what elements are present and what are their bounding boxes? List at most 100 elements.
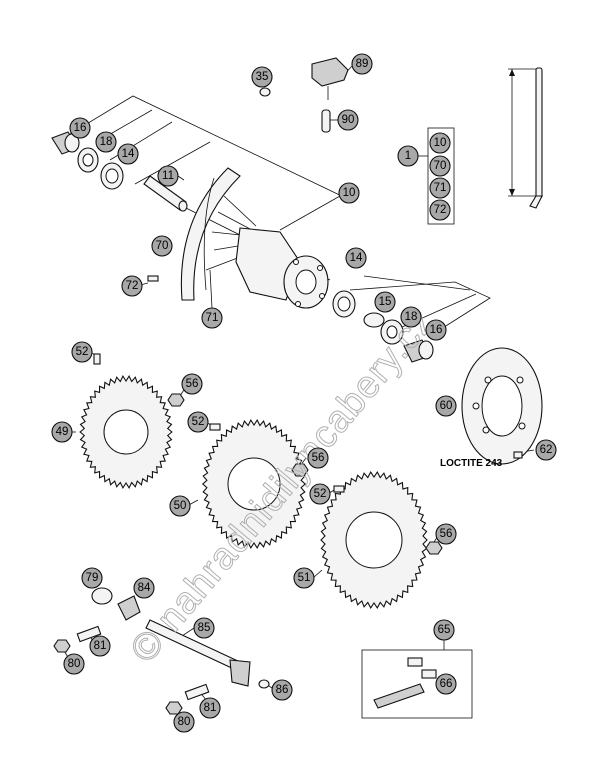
callout-56b: 56 xyxy=(307,447,329,469)
callout-18a: 18 xyxy=(95,131,117,153)
rim-part xyxy=(180,167,241,301)
svg-text:14: 14 xyxy=(350,252,363,264)
svg-text:72: 72 xyxy=(126,280,139,292)
nipple-part xyxy=(147,275,159,282)
callout-52a: 52 xyxy=(71,341,93,363)
nut-80-a xyxy=(53,639,71,653)
callout-70b: 70 xyxy=(429,155,451,177)
callout-16a: 16 xyxy=(69,117,91,139)
callout-18b: 18 xyxy=(400,306,422,328)
svg-text:71: 71 xyxy=(434,182,447,194)
cap-part xyxy=(259,87,271,97)
chain-adjuster-84-part xyxy=(117,595,141,621)
callout-14a: 14 xyxy=(117,143,139,165)
callout-81b: 81 xyxy=(199,697,221,719)
svg-text:18: 18 xyxy=(100,136,113,148)
svg-text:56: 56 xyxy=(312,452,325,464)
svg-text:89: 89 xyxy=(356,58,369,70)
svg-text:79: 79 xyxy=(86,572,99,584)
axle-rod-part xyxy=(535,67,543,199)
svg-text:60: 60 xyxy=(440,400,453,412)
sprocket-49-part xyxy=(79,374,173,490)
ring-part xyxy=(363,312,385,328)
svg-text:15: 15 xyxy=(379,296,392,308)
callout-51: 51 xyxy=(293,567,315,589)
bolt-52-b xyxy=(209,423,221,431)
callout-50: 50 xyxy=(169,495,191,517)
callout-90: 90 xyxy=(337,109,359,131)
svg-text:90: 90 xyxy=(342,114,355,126)
callout-84: 84 xyxy=(133,577,155,599)
svg-text:1: 1 xyxy=(405,150,411,162)
callout-72a: 72 xyxy=(121,275,143,297)
sprocket-51-part xyxy=(320,471,428,609)
svg-text:70: 70 xyxy=(156,240,169,252)
chain-adjuster-part xyxy=(229,659,251,687)
callout-85: 85 xyxy=(193,617,215,639)
nut-56-c xyxy=(425,541,443,555)
svg-text:66: 66 xyxy=(440,678,453,690)
svg-text:49: 49 xyxy=(56,426,69,438)
adjust-screw-81-b xyxy=(184,683,210,701)
svg-text:10: 10 xyxy=(343,187,356,199)
sensor-bracket-part xyxy=(311,57,349,87)
svg-text:52: 52 xyxy=(76,346,89,358)
callout-14b: 14 xyxy=(345,247,367,269)
svg-text:62: 62 xyxy=(540,444,553,456)
svg-text:16: 16 xyxy=(430,324,443,336)
svg-text:84: 84 xyxy=(138,582,151,594)
svg-text:16: 16 xyxy=(74,122,87,134)
svg-text:80: 80 xyxy=(68,658,81,670)
nut-56-a xyxy=(167,393,185,407)
bolt-52-c xyxy=(333,485,345,493)
nut-79-part xyxy=(91,587,113,605)
svg-text:81: 81 xyxy=(204,702,217,714)
nut-80-b xyxy=(165,701,183,715)
svg-text:10: 10 xyxy=(434,137,447,149)
callout-80a: 80 xyxy=(63,653,85,675)
svg-text:11: 11 xyxy=(162,170,174,182)
callout-80b: 80 xyxy=(173,711,195,733)
loctite-note: LOCTITE 243 xyxy=(440,458,503,469)
screw-62 xyxy=(513,451,523,459)
callout-60: 60 xyxy=(435,395,457,417)
svg-text:51: 51 xyxy=(298,572,311,584)
callout-66: 66 xyxy=(435,673,457,695)
svg-text:70: 70 xyxy=(434,160,447,172)
callout-11: 11 xyxy=(157,165,179,187)
callout-81a: 81 xyxy=(89,635,111,657)
callout-15: 15 xyxy=(374,291,396,313)
callout-35a: 35 xyxy=(251,66,273,88)
parts-art xyxy=(51,57,543,715)
svg-text:35: 35 xyxy=(256,71,269,83)
svg-text:52: 52 xyxy=(192,416,205,428)
svg-text:86: 86 xyxy=(276,684,289,696)
brake-disc-part xyxy=(461,347,543,465)
callout-16b: 16 xyxy=(425,319,447,341)
callout-49: 49 xyxy=(51,421,73,443)
callout-1: 1 xyxy=(397,145,419,167)
callout-10a: 10 xyxy=(338,182,360,204)
svg-text:56: 56 xyxy=(186,378,199,390)
svg-text:81: 81 xyxy=(94,640,107,652)
sprocket-50-part xyxy=(201,418,307,550)
svg-text:18: 18 xyxy=(405,311,418,323)
callout-70a: 70 xyxy=(151,235,173,257)
svg-text:50: 50 xyxy=(174,500,187,512)
callout-52b: 52 xyxy=(187,411,209,433)
svg-text:52: 52 xyxy=(314,488,327,500)
svg-text:71: 71 xyxy=(206,312,219,324)
pin-part xyxy=(321,109,331,133)
svg-text:80: 80 xyxy=(178,716,191,728)
callout-79: 79 xyxy=(81,567,103,589)
callout-71b: 71 xyxy=(429,177,451,199)
callout-89: 89 xyxy=(351,53,373,75)
callout-72b: 72 xyxy=(429,199,451,221)
callout-56a: 56 xyxy=(181,373,203,395)
svg-text:56: 56 xyxy=(440,528,453,540)
svg-text:14: 14 xyxy=(122,148,135,160)
bolt-52-a xyxy=(93,353,101,365)
nut-56-b xyxy=(291,463,309,477)
callout-10b: 10 xyxy=(429,132,451,154)
